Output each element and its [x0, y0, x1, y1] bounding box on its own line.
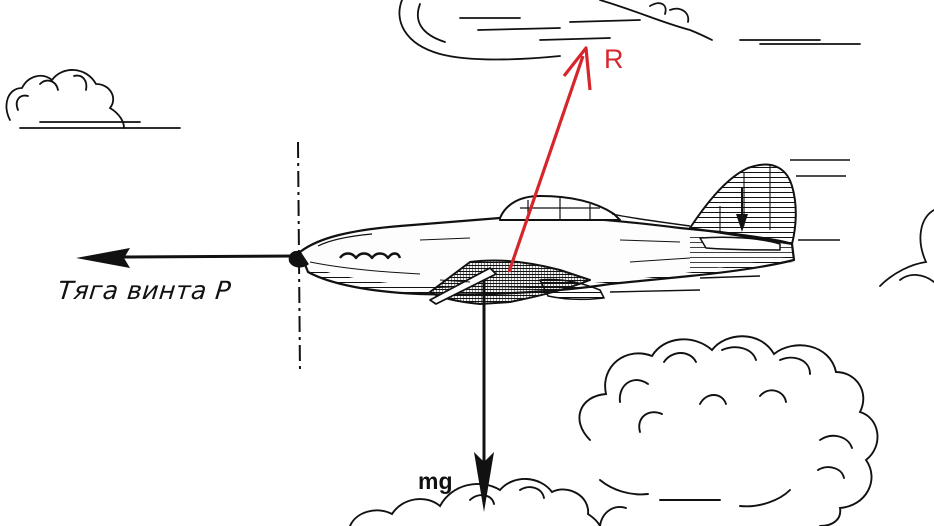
horizontal-stabilizer [699, 236, 781, 251]
thrust-vector [76, 248, 297, 268]
cloud-upper-left [5, 69, 181, 129]
propeller-spinner [288, 250, 309, 268]
lift-label: R [604, 44, 624, 74]
speed-lines [609, 159, 850, 293]
cloud-bottom-center [349, 478, 601, 526]
cloud-right-edge [879, 209, 934, 287]
cloud-top [398, 0, 861, 61]
gravity-label: mg [418, 468, 453, 494]
lift-vector [507, 46, 592, 273]
thrust-label: Тяга винта P [56, 276, 233, 305]
cloud-lower-right [578, 335, 879, 526]
airplane [288, 163, 797, 305]
gravity-vector [474, 280, 494, 512]
